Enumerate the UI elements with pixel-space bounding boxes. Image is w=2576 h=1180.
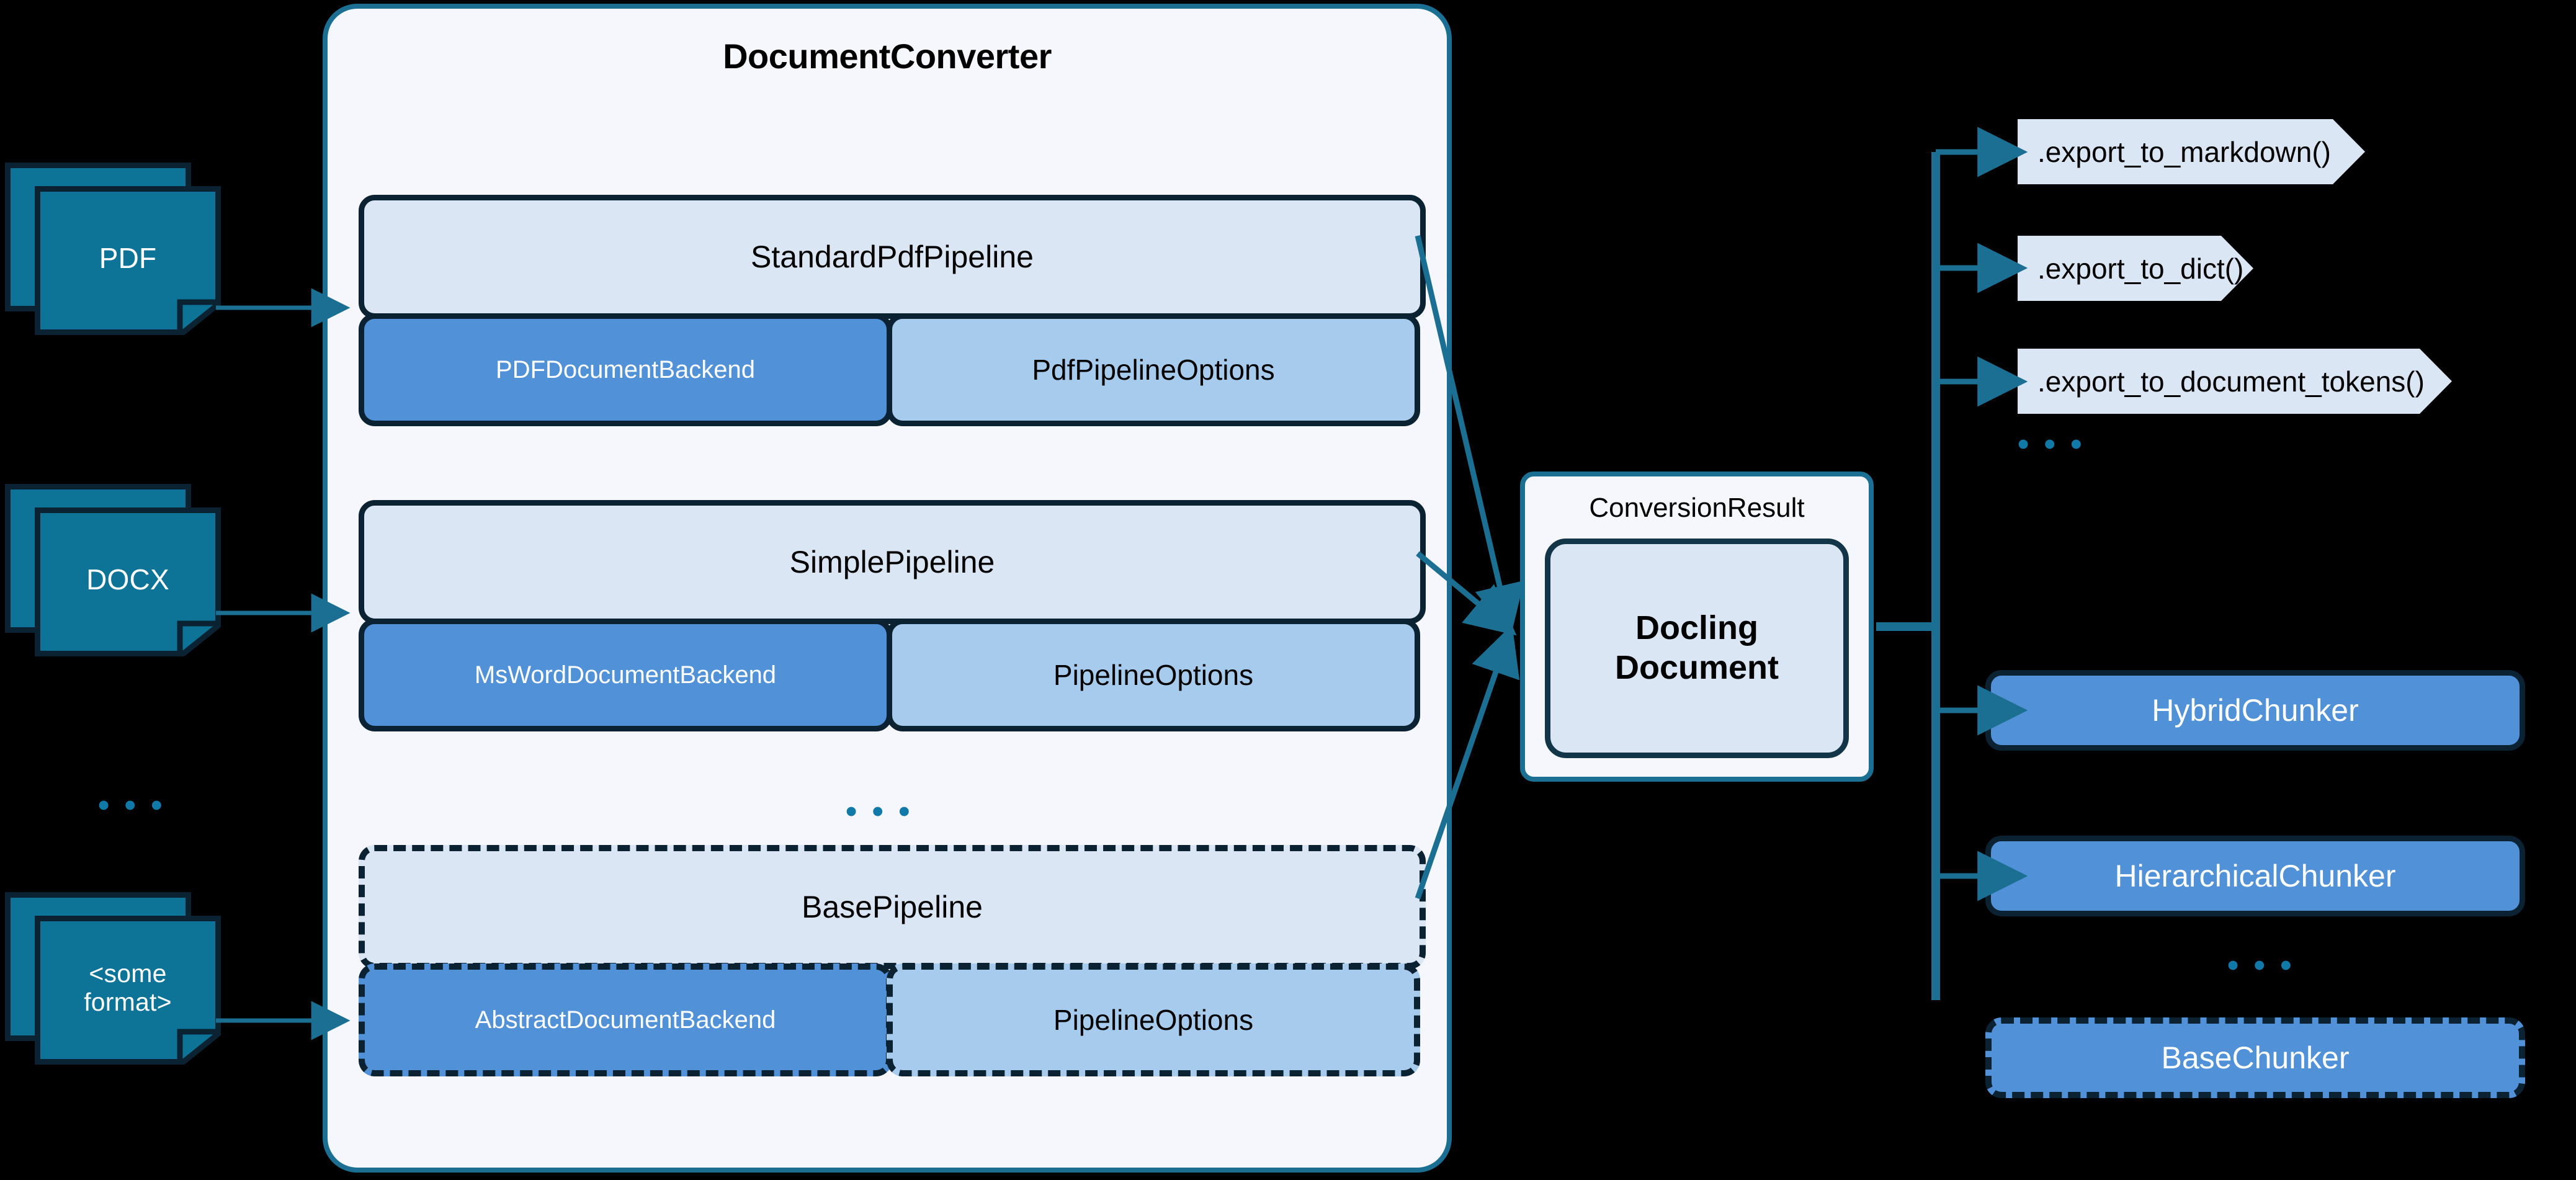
pipeline-name-standard-pdf: StandardPdfPipeline	[359, 195, 1426, 319]
export-chip-markdown[interactable]: .export_to_markdown()	[2018, 119, 2365, 184]
pipeline-members-row: PDFDocumentBackend PdfPipelineOptions	[359, 313, 1426, 426]
pipeline-name-simple: SimplePipeline	[359, 500, 1426, 624]
docling-document-line1: Docling	[1635, 609, 1758, 647]
export-label-markdown: .export_to_markdown()	[2037, 135, 2331, 168]
result-trunk	[1876, 152, 1940, 1000]
chunker-label-hybrid: HybridChunker	[2152, 693, 2359, 728]
export-label-document-tokens: .export_to_document_tokens()	[2037, 365, 2425, 398]
export-chip-document-tokens[interactable]: .export_to_document_tokens()	[2018, 349, 2452, 414]
conversion-result-container: ConversionResult Docling Document	[1520, 472, 1874, 782]
pipeline-members-row: AbstractDocumentBackend PipelineOptions	[359, 963, 1426, 1076]
export-branch-arrows	[1936, 127, 2028, 407]
chunker-hybrid[interactable]: HybridChunker	[1985, 670, 2525, 751]
converter-ellipsis: • • •	[846, 793, 913, 829]
backend-msworddocumentbackend[interactable]: MsWordDocumentBackend	[359, 619, 892, 731]
conversion-result-label: ConversionResult	[1589, 493, 1805, 523]
pipeline-simple[interactable]: SimplePipeline MsWordDocumentBackend Pip…	[359, 500, 1426, 731]
input-ellipsis: • • •	[98, 787, 166, 823]
options-pipelineoptions-base[interactable]: PipelineOptions	[887, 963, 1420, 1076]
export-label-dict: .export_to_dict()	[2037, 252, 2244, 285]
doc-front-sheet: PDF	[35, 186, 221, 335]
backend-pdfdocumentbackend[interactable]: PDFDocumentBackend	[359, 313, 892, 426]
chunker-base[interactable]: BaseChunker	[1985, 1017, 2525, 1098]
pipeline-standard-pdf[interactable]: StandardPdfPipeline PDFDocumentBackend P…	[359, 195, 1426, 426]
chunker-hierarchical[interactable]: HierarchicalChunker	[1985, 836, 2525, 916]
doc-front-sheet: DOCX	[35, 507, 221, 656]
backend-abstractdocumentbackend[interactable]: AbstractDocumentBackend	[359, 963, 892, 1076]
docling-document-box[interactable]: Docling Document	[1545, 539, 1849, 758]
pipeline-base[interactable]: BasePipeline AbstractDocumentBackend Pip…	[359, 845, 1426, 1076]
pipeline-members-row: MsWordDocumentBackend PipelineOptions	[359, 619, 1426, 731]
exports-ellipsis: • • •	[2018, 426, 2085, 462]
chunker-label-base: BaseChunker	[2161, 1040, 2350, 1075]
doc-label-other-format: <some format>	[84, 959, 172, 1016]
docling-document-line2: Document	[1614, 649, 1779, 686]
pipeline-name-base: BasePipeline	[359, 845, 1426, 969]
input-document-other-format[interactable]: <some format>	[5, 892, 228, 1072]
options-pipelineoptions[interactable]: PipelineOptions	[887, 619, 1420, 731]
doc-front-sheet: <some format>	[35, 916, 221, 1065]
input-document-docx[interactable]: DOCX	[5, 484, 228, 664]
export-chip-dict[interactable]: .export_to_dict()	[2018, 236, 2253, 301]
chunkers-ellipsis: • • •	[2227, 947, 2295, 983]
input-document-pdf[interactable]: PDF	[5, 163, 228, 342]
options-pdfpipelineoptions[interactable]: PdfPipelineOptions	[887, 313, 1420, 426]
document-converter-panel: DocumentConverter StandardPdfPipeline PD…	[323, 4, 1452, 1173]
page-title: DocumentConverter	[723, 37, 1052, 76]
chunker-label-hierarchical: HierarchicalChunker	[2114, 859, 2396, 893]
doc-label-docx: DOCX	[86, 563, 169, 596]
doc-label-pdf: PDF	[99, 242, 157, 275]
